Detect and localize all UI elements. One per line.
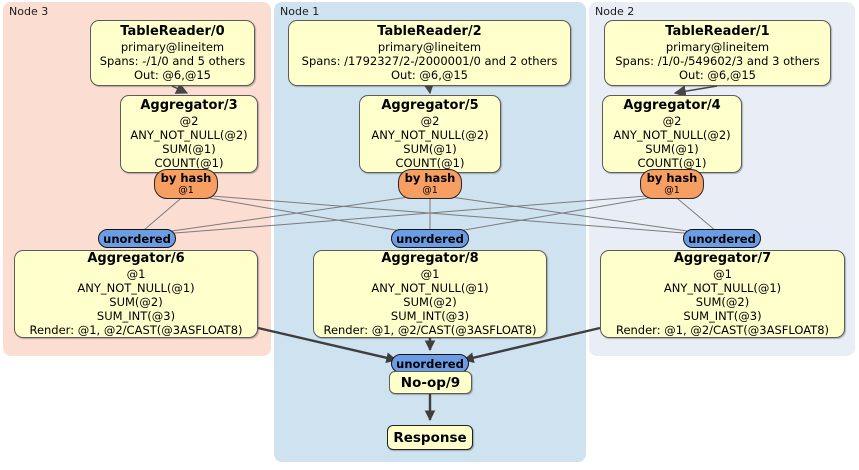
processor-title: No-op/9 [400, 374, 461, 391]
agg-group-cols: @1 [420, 267, 440, 281]
sync-unordered-8: unordered [391, 229, 469, 248]
processor-title: Response [393, 429, 467, 446]
agg-fn: SUM(@1) [403, 142, 457, 156]
processor-aggregator-3: Aggregator/3 @2 ANY_NOT_NULL(@2) SUM(@1)… [120, 95, 258, 173]
router-by-hash-5: by hash @1 [398, 169, 462, 199]
agg-group-cols: @1 [713, 267, 732, 281]
agg-fn: COUNT(@1) [637, 156, 707, 170]
processor-spans: Spans: -/1/0 and 5 others [99, 54, 246, 68]
processor-noop-9: No-op/9 [389, 371, 472, 394]
processor-aggregator-7: Aggregator/7 @1 ANY_NOT_NULL(@1) SUM(@2)… [600, 250, 845, 338]
agg-fn: ANY_NOT_NULL(@2) [613, 128, 731, 142]
processor-aggregator-5: Aggregator/5 @2 ANY_NOT_NULL(@2) SUM(@1)… [359, 95, 501, 173]
processor-aggregator-8: Aggregator/8 @1 ANY_NOT_NULL(@1) SUM(@2)… [313, 250, 547, 338]
processor-title: Aggregator/6 [87, 251, 185, 266]
agg-fn: SUM(@2) [109, 295, 163, 309]
agg-fn: SUM(@2) [403, 295, 457, 309]
router-by-hash-4: by hash @1 [640, 169, 704, 199]
agg-fn: SUM_INT(@3) [390, 309, 470, 323]
reader-to-aggregator-edges [171, 81, 718, 98]
processor-title: TableReader/0 [120, 24, 225, 39]
cluster-label-node-3: Node 3 [9, 5, 49, 18]
agg-fn: COUNT(@1) [395, 156, 465, 170]
processor-tablereader-1: TableReader/1 primary@lineitem Spans: /1… [604, 20, 831, 86]
processor-index: primary@lineitem [120, 40, 225, 54]
agg-fn: SUM_INT(@3) [683, 309, 762, 323]
cluster-label-node-1: Node 1 [280, 5, 320, 18]
processor-out: Out: @6,@15 [679, 68, 756, 82]
response-node: Response [387, 425, 473, 450]
processor-title: Aggregator/3 [140, 98, 238, 113]
agg-group-cols: @2 [662, 114, 682, 128]
agg-fn: ANY_NOT_NULL(@1) [663, 281, 782, 295]
agg-fn: ANY_NOT_NULL(@2) [130, 128, 248, 142]
agg-fn: SUM(@1) [162, 142, 216, 156]
processor-title: Aggregator/5 [381, 98, 479, 113]
processor-aggregator-4: Aggregator/4 @2 ANY_NOT_NULL(@2) SUM(@1)… [602, 95, 742, 173]
agg-fn: ANY_NOT_NULL(@2) [371, 128, 489, 142]
processor-aggregator-6: Aggregator/6 @1 ANY_NOT_NULL(@1) SUM(@2)… [14, 250, 258, 338]
processor-spans: Spans: /1/0-/549602/3 and 3 others [615, 54, 820, 68]
processor-title: Aggregator/7 [673, 251, 772, 266]
agg-fn: SUM(@2) [695, 295, 750, 309]
processor-title: Aggregator/4 [623, 98, 721, 113]
agg-group-cols: @2 [420, 114, 440, 128]
final-merge-edges [257, 326, 601, 422]
router-columns: @1 [422, 185, 438, 196]
router-label: by hash [404, 171, 456, 185]
router-label: by hash [160, 171, 212, 185]
agg-group-cols: @2 [179, 114, 199, 128]
agg-fn: COUNT(@1) [154, 156, 224, 170]
processor-out: Out: @6,@15 [391, 68, 468, 82]
processor-index: primary@lineitem [377, 40, 482, 54]
processor-spans: Spans: /1792327/2-/2000001/0 and 2 other… [301, 54, 558, 68]
processor-title: TableReader/1 [665, 24, 770, 39]
agg-render: Render: @1, @2/CAST(@3ASFLOAT8) [615, 323, 830, 337]
agg-fn: SUM(@1) [645, 142, 699, 156]
router-label: by hash [646, 171, 698, 185]
router-by-hash-3: by hash @1 [154, 169, 218, 199]
agg-fn: ANY_NOT_NULL(@1) [371, 281, 489, 295]
sync-unordered-7: unordered [683, 229, 761, 248]
processor-title: Aggregator/8 [381, 251, 479, 266]
agg-fn: ANY_NOT_NULL(@1) [77, 281, 195, 295]
sync-unordered-6: unordered [98, 229, 176, 248]
agg-render: Render: @1, @2/CAST(@3ASFLOAT8) [323, 323, 537, 337]
processor-tablereader-2: TableReader/2 primary@lineitem Spans: /1… [288, 20, 571, 86]
router-columns: @1 [178, 185, 194, 196]
processor-tablereader-0: TableReader/0 primary@lineitem Spans: -/… [90, 20, 255, 86]
router-columns: @1 [664, 185, 680, 196]
cluster-label-node-2: Node 2 [595, 5, 635, 18]
processor-title: TableReader/2 [377, 24, 482, 39]
processor-out: Out: @6,@15 [134, 68, 211, 82]
agg-render: Render: @1, @2/CAST(@3ASFLOAT8) [29, 323, 243, 337]
agg-group-cols: @1 [126, 267, 146, 281]
processor-index: primary@lineitem [665, 40, 770, 54]
agg-fn: SUM_INT(@3) [96, 309, 176, 323]
